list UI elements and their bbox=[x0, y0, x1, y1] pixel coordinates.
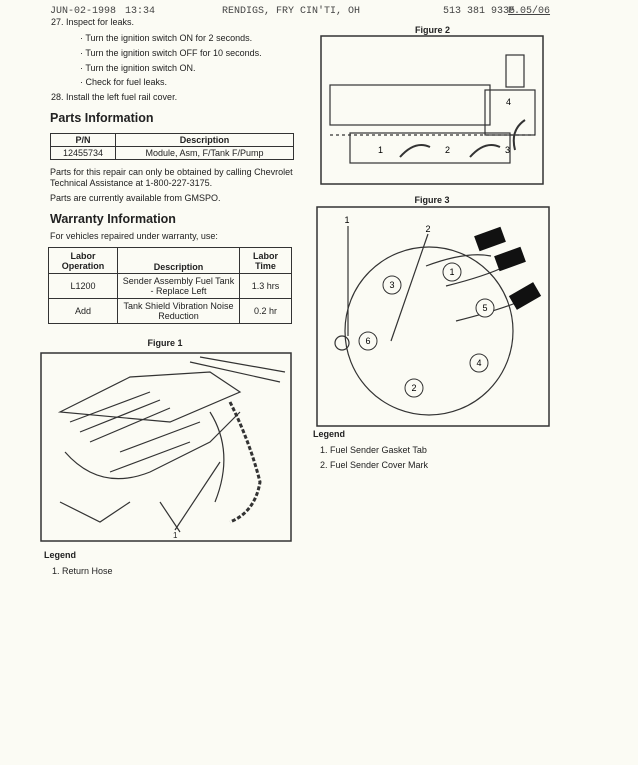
step-28: 28. Install the left fuel rail cover. bbox=[51, 92, 178, 102]
figure1-callout: 1 bbox=[173, 531, 178, 540]
bullet-text: Check for fuel leaks. bbox=[85, 77, 168, 87]
parts-note: Parts for this repair can only be obtain… bbox=[50, 167, 293, 188]
figure2-label: 3 bbox=[505, 145, 510, 155]
figure2-title: Figure 2 bbox=[414, 25, 450, 35]
figure3-legend-item: 2. Fuel Sender Cover Mark bbox=[320, 460, 429, 470]
figure3-label: 6 bbox=[365, 336, 370, 346]
figure2-label: 4 bbox=[506, 97, 511, 107]
warranty-heading: Warranty Information bbox=[50, 212, 176, 226]
fax-phone: 513 381 9335 bbox=[443, 6, 516, 17]
col-labor-time: Labor Time bbox=[239, 247, 292, 274]
step-27: 27. Inspect for leaks. bbox=[51, 17, 135, 27]
figure1-legend-item: 1. Return Hose bbox=[52, 566, 113, 576]
cell: Sender Assembly Fuel Tank - Replace Left bbox=[117, 273, 240, 299]
fax-sender: RENDIGS, FRY CIN'TI, OH bbox=[222, 6, 361, 17]
cell: 12455734 bbox=[50, 146, 116, 160]
step-bullet: · Check for fuel leaks. bbox=[80, 77, 168, 87]
cell: Module, Asm, F/Tank F/Pump bbox=[115, 146, 294, 160]
figure3-title: Figure 3 bbox=[414, 195, 450, 205]
col-desc: Description bbox=[115, 133, 294, 147]
bullet-text: Turn the ignition switch ON for 2 second… bbox=[85, 33, 253, 43]
figure2-label: 1 bbox=[378, 145, 383, 155]
figure3-label: 1 bbox=[449, 267, 454, 277]
bullet-text: Turn the ignition switch OFF for 10 seco… bbox=[85, 48, 262, 58]
figure3-label: 3 bbox=[389, 280, 394, 290]
step-bullet: · Turn the ignition switch ON. bbox=[80, 63, 196, 73]
figure3-illustration: 1 2 3 4 5 6 1 2 bbox=[316, 206, 550, 427]
warranty-intro: For vehicles repaired under warranty, us… bbox=[50, 231, 218, 241]
figure3-label: 2 bbox=[411, 383, 416, 393]
figure2-label: 2 bbox=[445, 145, 450, 155]
cell: 0.2 hr bbox=[239, 298, 292, 324]
bullet-text: Turn the ignition switch ON. bbox=[85, 63, 196, 73]
figure3-callout: 2 bbox=[425, 224, 430, 234]
figure1-engine-illustration: 1 bbox=[40, 352, 292, 542]
cell: 1.3 hrs bbox=[239, 273, 292, 299]
cell: L1200 bbox=[48, 273, 118, 299]
col-description: Description bbox=[117, 247, 240, 274]
fax-date: JUN-02-1998 bbox=[50, 6, 117, 17]
fax-time: 13:34 bbox=[125, 6, 156, 17]
cell: Add bbox=[48, 298, 118, 324]
figure3-legend-item: 1. Fuel Sender Gasket Tab bbox=[320, 445, 427, 455]
figure3-label: 4 bbox=[476, 358, 481, 368]
figure1-title: Figure 1 bbox=[147, 338, 183, 348]
parts-availability: Parts are currently available from GMSPO… bbox=[50, 193, 221, 203]
figure2-illustration: 1 2 3 4 bbox=[320, 35, 544, 185]
figure3-callout: 1 bbox=[344, 215, 349, 225]
step-bullet: · Turn the ignition switch OFF for 10 se… bbox=[80, 48, 262, 58]
figure1-legend-title: Legend bbox=[44, 550, 77, 560]
figure3-label: 5 bbox=[482, 303, 487, 313]
parts-heading: Parts Information bbox=[50, 111, 154, 125]
figure3-legend-title: Legend bbox=[313, 429, 346, 439]
cell: Tank Shield Vibration Noise Reduction bbox=[117, 298, 240, 324]
col-pn: P/N bbox=[50, 133, 116, 147]
fax-page-number: P.05/06 bbox=[508, 6, 551, 17]
col-labor-op: Labor Operation bbox=[48, 247, 118, 274]
step-bullet: · Turn the ignition switch ON for 2 seco… bbox=[80, 33, 253, 43]
